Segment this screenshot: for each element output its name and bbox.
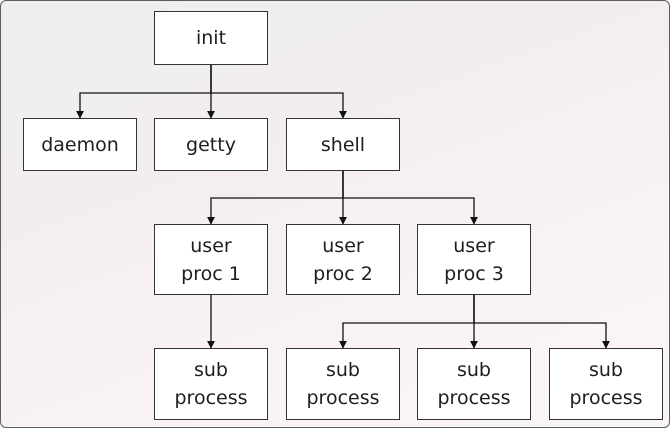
node-getty-label: getty xyxy=(186,133,236,156)
node-user-proc-3-label: user proc 3 xyxy=(444,234,504,285)
node-sub-process-4-label: sub process xyxy=(569,359,643,409)
node-shell: shell xyxy=(286,118,400,171)
node-sub-process-1-label: sub process xyxy=(174,359,248,409)
edge-user-proc-3-sub-process-4 xyxy=(473,295,610,349)
node-sub-process-2: sub process xyxy=(286,348,400,420)
node-sub-process-1: sub process xyxy=(154,348,268,420)
edge-user-proc-3-sub-process-2 xyxy=(339,295,475,349)
node-user-proc-2-label: user proc 2 xyxy=(313,234,373,285)
node-daemon: daemon xyxy=(23,118,137,171)
node-user-proc-2: user proc 2 xyxy=(286,224,400,295)
node-sub-process-3: sub process xyxy=(417,348,531,420)
edge-shell-user-proc-3 xyxy=(342,171,478,225)
edge-init-shell xyxy=(210,65,347,119)
node-init: init xyxy=(154,11,268,65)
node-init-label: init xyxy=(195,27,227,49)
node-daemon-label: daemon xyxy=(41,133,119,156)
node-getty: getty xyxy=(154,118,268,171)
node-user-proc-1-label: user proc 1 xyxy=(181,234,241,285)
node-user-proc-1: user proc 1 xyxy=(154,224,268,295)
node-sub-process-2-label: sub process xyxy=(306,359,380,409)
node-sub-process-3-label: sub process xyxy=(437,359,511,409)
edge-shell-user-proc-1 xyxy=(207,171,344,225)
node-user-proc-3: user proc 3 xyxy=(417,224,531,295)
node-sub-process-4: sub process xyxy=(549,348,663,420)
node-shell-label: shell xyxy=(320,133,366,156)
edge-init-daemon xyxy=(76,65,212,119)
